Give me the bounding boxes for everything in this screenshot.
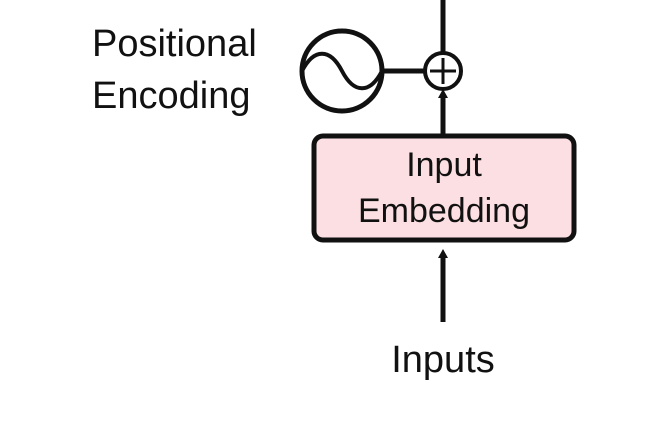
input-embedding-label-line2: Embedding: [358, 192, 530, 230]
input-embedding-box: [311, 133, 577, 243]
sine-wave-icon: [299, 28, 385, 114]
circled-plus-icon: [423, 51, 463, 91]
positional-encoding-label-line1: Positional: [92, 23, 257, 65]
input-embedding-label-line1: Input: [406, 146, 482, 184]
inputs-label: Inputs: [391, 339, 495, 381]
positional-encoding-label-line2: Encoding: [92, 75, 250, 117]
